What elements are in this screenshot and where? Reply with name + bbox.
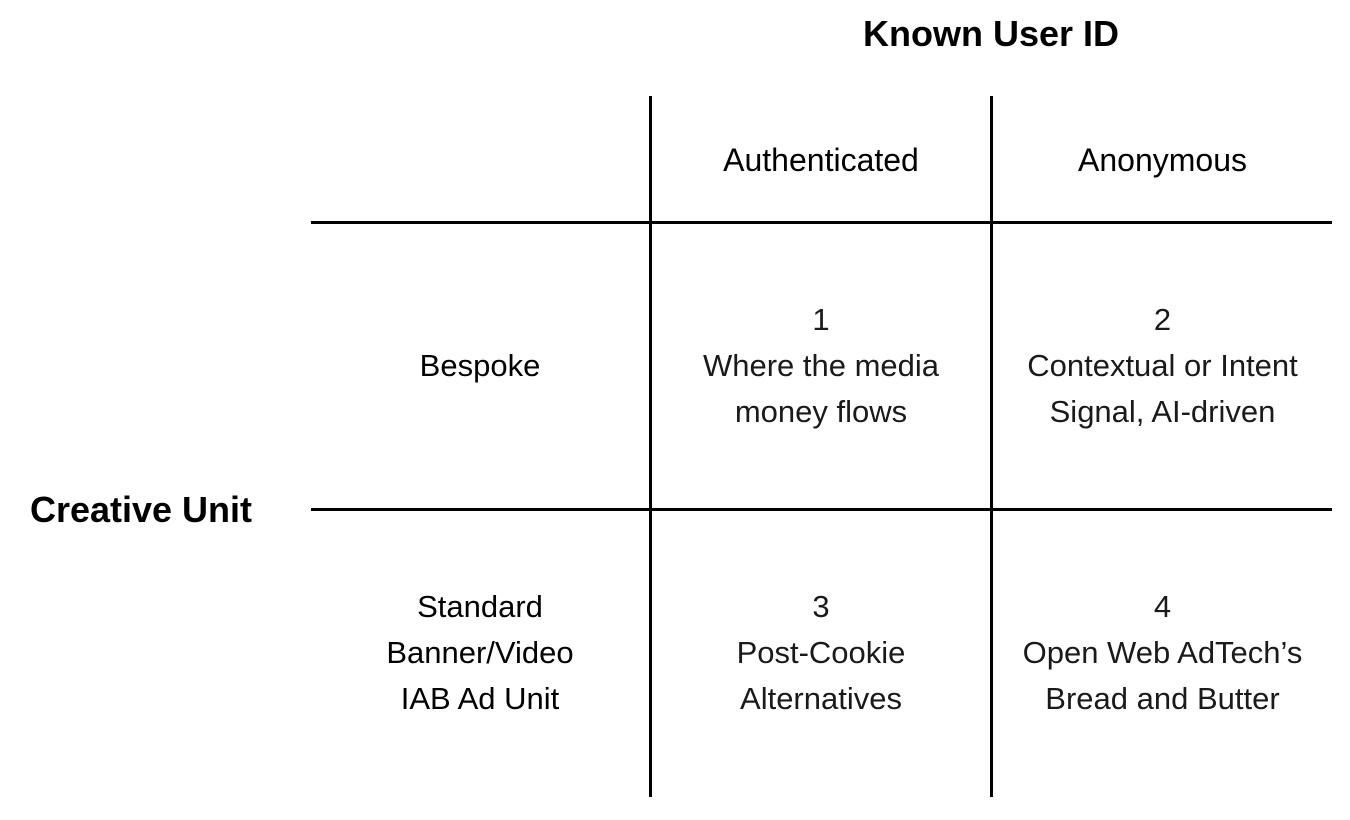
grid-horizontal-line-top [311,221,1332,224]
quadrant-text-line: Open Web AdTech’s [1022,635,1303,670]
row-header-line: Standard [417,589,543,624]
quadrant-text-line: money flows [734,394,908,429]
column-header-authenticated: Authenticated [723,142,919,178]
quadrant-text-line: Signal, AI-driven [1049,394,1276,429]
quadrant-cell-2: 2 Contextual or Intent Signal, AI-driven [993,224,1332,508]
grid-vertical-line-left [649,96,652,797]
row-header-line: IAB Ad Unit [400,681,560,716]
row-header-standard: Standard Banner/Video IAB Ad Unit [311,511,649,795]
quadrant-number: 4 [1153,589,1172,624]
quadrant-cell-3: 3 Post-Cookie Alternatives [652,511,990,795]
known-user-id-title: Known User ID [862,13,1120,54]
quadrant-text-line: Contextual or Intent [1027,348,1298,383]
column-header-anonymous: Anonymous [1078,142,1247,178]
quadrant-number: 1 [812,302,830,337]
row-header-line: Bespoke [419,348,541,383]
row-header-line: Banner/Video [386,635,574,670]
quadrant-number: 2 [1153,302,1172,337]
grid-vertical-line-right [990,96,993,797]
creative-unit-title: Creative Unit [29,489,253,530]
quadrant-text-line: Where the media [702,348,940,383]
quadrant-text-line: Bread and Butter [1045,681,1280,716]
quadrant-cell-4: 4 Open Web AdTech’s Bread and Butter [993,511,1332,795]
quadrant-number: 3 [812,589,830,624]
row-header-bespoke: Bespoke [311,224,649,508]
quadrant-text-line: Post-Cookie [736,635,906,670]
quadrant-cell-1: 1 Where the media money flows [652,224,990,508]
quadrant-text-line: Alternatives [740,681,902,716]
grid-horizontal-line-middle [311,508,1332,511]
